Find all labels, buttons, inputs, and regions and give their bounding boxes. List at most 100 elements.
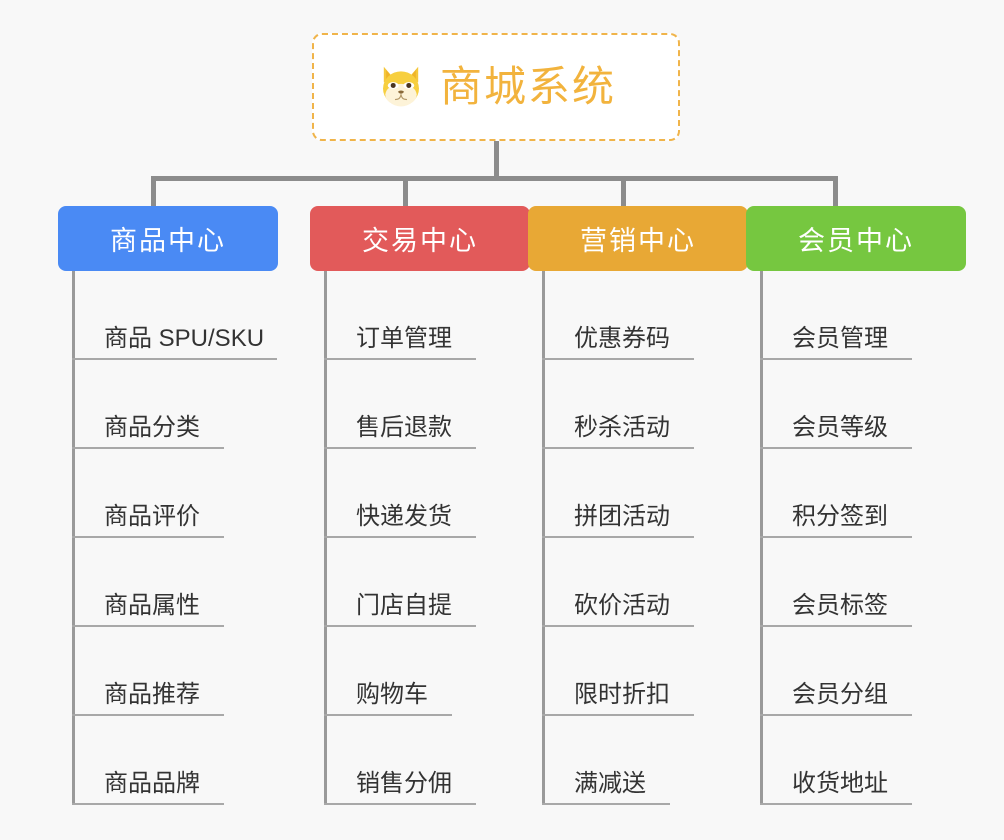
- leaf-underline: [72, 358, 277, 360]
- leaf-underline: [760, 803, 912, 805]
- leaf-underline: [760, 714, 912, 716]
- leaf-item[interactable]: 会员标签: [746, 538, 966, 627]
- category-header-product-center[interactable]: 商品中心: [58, 206, 278, 271]
- leaf-item[interactable]: 会员等级: [746, 360, 966, 449]
- leaf-underline: [542, 536, 694, 538]
- leaf-trunk-line: [72, 271, 75, 805]
- leaf-underline: [760, 447, 912, 449]
- leaf-item[interactable]: 会员管理: [746, 271, 966, 360]
- connector-drop-marketing-center: [621, 176, 626, 206]
- root-title: 商城系统: [439, 63, 616, 110]
- leaf-item[interactable]: 商品分类: [58, 360, 278, 449]
- leaf-label: 订单管理: [356, 325, 452, 352]
- leaf-underline: [324, 803, 476, 805]
- leaf-underline: [542, 625, 694, 627]
- leaf-label: 商品分类: [104, 414, 200, 441]
- leaf-label: 门店自提: [356, 592, 452, 619]
- leaf-underline: [542, 447, 694, 449]
- leaf-trunk-line: [324, 271, 327, 805]
- connector-drop-trade-center: [403, 176, 408, 206]
- leaf-label: 购物车: [356, 681, 428, 708]
- leaf-label: 商品推荐: [104, 681, 200, 708]
- leaf-label: 商品 SPU/SKU: [104, 325, 265, 352]
- leaf-label: 售后退款: [356, 414, 452, 441]
- leaf-label: 商品品牌: [104, 770, 200, 797]
- leaf-label: 满减送: [574, 770, 646, 797]
- leaf-item[interactable]: 门店自提: [310, 538, 530, 627]
- leaf-underline: [324, 447, 476, 449]
- leaf-label: 优惠券码: [574, 325, 670, 352]
- leaf-trunk-line: [760, 271, 763, 805]
- leaf-underline: [542, 803, 670, 805]
- category-header-member-center[interactable]: 会员中心: [746, 206, 966, 271]
- leaf-label: 会员分组: [792, 681, 888, 708]
- category-title: 交易中心: [362, 226, 478, 256]
- leaf-item[interactable]: 收货地址: [746, 716, 966, 805]
- leaf-label: 积分签到: [792, 503, 888, 530]
- leaf-label: 限时折扣: [574, 681, 670, 708]
- leaf-label: 快递发货: [356, 503, 452, 530]
- category-title: 商品中心: [110, 226, 226, 256]
- leaf-list-trade-center: 订单管理 售后退款 快递发货 门店自提 购物车 销售分佣: [310, 271, 530, 805]
- leaf-underline: [760, 536, 912, 538]
- leaf-item[interactable]: 商品品牌: [58, 716, 278, 805]
- leaf-label: 砍价活动: [574, 592, 670, 619]
- leaf-underline: [760, 358, 912, 360]
- leaf-label: 拼团活动: [574, 503, 670, 530]
- connector-drop-product-center: [151, 176, 156, 206]
- leaf-label: 秒杀活动: [574, 414, 670, 441]
- category-header-trade-center[interactable]: 交易中心: [310, 206, 530, 271]
- column-member-center: 会员中心 会员管理 会员等级 积分签到 会员标签 会员分组: [746, 206, 966, 805]
- connector-horizontal-bus: [151, 176, 833, 181]
- leaf-underline: [72, 803, 224, 805]
- column-trade-center: 交易中心 订单管理 售后退款 快递发货 门店自提 购物车: [310, 206, 530, 805]
- leaf-label: 商品评价: [104, 503, 200, 530]
- leaf-item[interactable]: 销售分佣: [310, 716, 530, 805]
- leaf-underline: [542, 714, 694, 716]
- leaf-item[interactable]: 商品推荐: [58, 627, 278, 716]
- leaf-item[interactable]: 购物车: [310, 627, 530, 716]
- shiba-inu-dog-face-icon: [383, 66, 419, 107]
- leaf-item[interactable]: 限时折扣: [528, 627, 748, 716]
- leaf-underline: [324, 358, 476, 360]
- category-header-marketing-center[interactable]: 营销中心: [528, 206, 748, 271]
- leaf-list-member-center: 会员管理 会员等级 积分签到 会员标签 会员分组 收货地址: [746, 271, 966, 805]
- leaf-item[interactable]: 商品评价: [58, 449, 278, 538]
- leaf-label: 销售分佣: [356, 770, 452, 797]
- column-marketing-center: 营销中心 优惠券码 秒杀活动 拼团活动 砍价活动 限时折扣: [528, 206, 748, 805]
- leaf-underline: [760, 625, 912, 627]
- leaf-label: 会员管理: [792, 325, 888, 352]
- connector-drop-member-center: [833, 176, 838, 206]
- leaf-label: 收货地址: [792, 770, 888, 797]
- column-product-center: 商品中心 商品 SPU/SKU 商品分类 商品评价 商品属性 商品推荐: [58, 206, 278, 805]
- root-node-mall-system[interactable]: 商城系统: [312, 33, 680, 141]
- leaf-item[interactable]: 订单管理: [310, 271, 530, 360]
- leaf-underline: [324, 714, 452, 716]
- leaf-label: 会员等级: [792, 414, 888, 441]
- leaf-item[interactable]: 优惠券码: [528, 271, 748, 360]
- leaf-underline: [324, 625, 476, 627]
- leaf-list-marketing-center: 优惠券码 秒杀活动 拼团活动 砍价活动 限时折扣 满减送: [528, 271, 748, 805]
- leaf-item[interactable]: 砍价活动: [528, 538, 748, 627]
- leaf-label: 商品属性: [104, 592, 200, 619]
- category-title: 营销中心: [580, 226, 696, 256]
- leaf-item[interactable]: 快递发货: [310, 449, 530, 538]
- leaf-underline: [72, 625, 224, 627]
- leaf-underline: [72, 447, 224, 449]
- leaf-item[interactable]: 商品 SPU/SKU: [58, 271, 278, 360]
- leaf-label: 会员标签: [792, 592, 888, 619]
- leaf-item[interactable]: 满减送: [528, 716, 748, 805]
- leaf-underline: [72, 536, 224, 538]
- leaf-underline: [542, 358, 694, 360]
- leaf-item[interactable]: 积分签到: [746, 449, 966, 538]
- leaf-list-product-center: 商品 SPU/SKU 商品分类 商品评价 商品属性 商品推荐 商品品牌: [58, 271, 278, 805]
- leaf-item[interactable]: 秒杀活动: [528, 360, 748, 449]
- leaf-item[interactable]: 拼团活动: [528, 449, 748, 538]
- leaf-item[interactable]: 会员分组: [746, 627, 966, 716]
- leaf-trunk-line: [542, 271, 545, 805]
- category-title: 会员中心: [798, 226, 914, 256]
- leaf-item[interactable]: 售后退款: [310, 360, 530, 449]
- leaf-underline: [72, 714, 224, 716]
- leaf-item[interactable]: 商品属性: [58, 538, 278, 627]
